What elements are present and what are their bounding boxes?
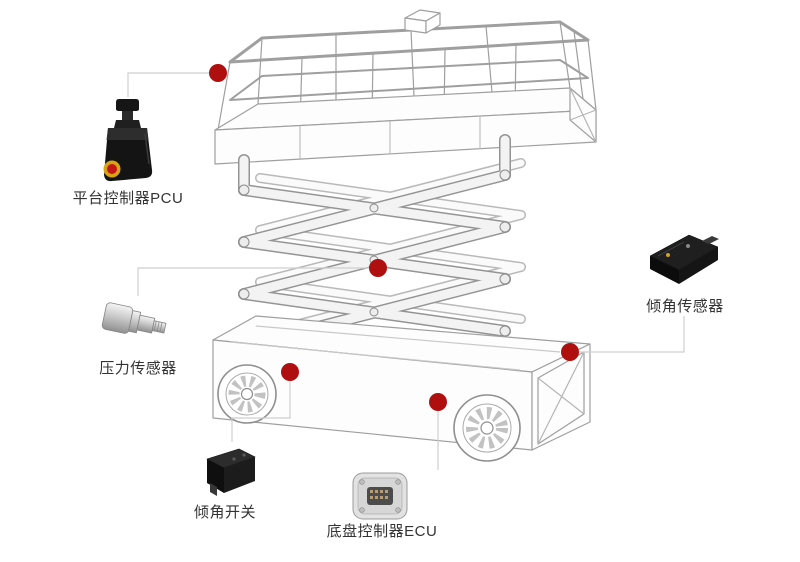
pressure-sensor-photo (98, 296, 178, 354)
tilt-switch-photo (198, 442, 262, 502)
callout-lines (127, 72, 685, 470)
marker-scissor-center[interactable] (369, 259, 387, 277)
label-ecu: 底盘控制器ECU (326, 523, 438, 540)
tilt-switch-icon (206, 448, 256, 496)
wheel-right (453, 394, 521, 462)
marker-tilt-sensor[interactable] (561, 343, 579, 361)
pcu-photo (95, 98, 163, 186)
pressure-sensor-icon (101, 302, 167, 334)
ecu-photo (350, 470, 410, 522)
marker-pcu[interactable] (209, 64, 227, 82)
tilt-sensor-photo (644, 226, 724, 290)
marker-tilt-switch[interactable] (281, 363, 299, 381)
wheel-left (217, 364, 277, 424)
label-pcu: 平台控制器PCU (72, 190, 184, 207)
label-pressure-sensor: 压力传感器 (99, 360, 177, 377)
hotspot-markers (209, 64, 579, 411)
platform-guardrail (214, 9, 597, 165)
callout-line-pressure-sensor (137, 267, 378, 296)
callout-line-tilt-sensor (579, 316, 685, 353)
label-tilt-switch: 倾角开关 (193, 504, 256, 521)
callout-line-tilt-switch (231, 381, 291, 442)
chassis-ecu-icon (352, 472, 408, 520)
platform-controller-icon (103, 99, 153, 182)
marker-ecu[interactable] (429, 393, 447, 411)
callout-line-pcu (127, 72, 218, 97)
tilt-sensor-icon (649, 234, 719, 284)
label-tilt-sensor: 倾角传感器 (646, 298, 724, 315)
